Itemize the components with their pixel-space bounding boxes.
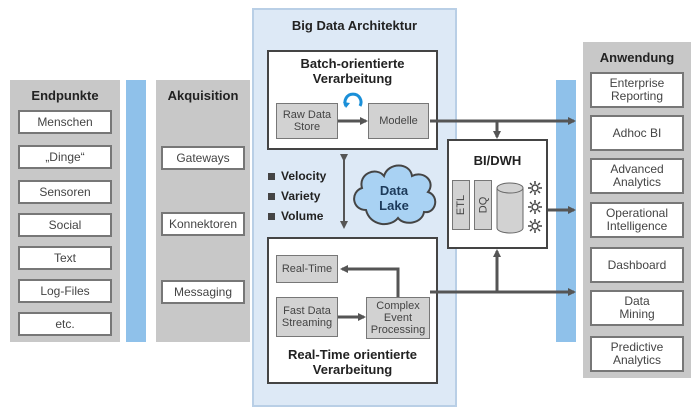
endpunkte-item: Log-Files [18, 279, 112, 303]
akquisition-item: Konnektoren [161, 212, 245, 236]
realtime-title-line2: Verarbeitung [312, 362, 393, 377]
volume-label: Volume [281, 209, 324, 223]
akquisition-item: Messaging [161, 280, 245, 304]
dq-label: DQ [477, 196, 489, 214]
endpunkte-item: Text [18, 246, 112, 270]
anwendung-item-line: Enterprise [609, 76, 665, 90]
akquisition-title: Akquisition [167, 88, 239, 103]
anwendung-item-line: Predictive [610, 340, 664, 354]
variety-label: Variety [281, 189, 321, 203]
volume-item: Volume [268, 207, 323, 225]
em-label: EM [501, 200, 519, 212]
em-label-wrap: EM [496, 196, 524, 216]
endpunkte-item: etc. [18, 312, 112, 336]
batch-title-line2: Verarbeitung [312, 71, 393, 86]
batch-title-line1: Batch-orientierte [300, 56, 405, 71]
raw-data-store-line2: Store [293, 121, 321, 133]
anwendung-item-line: Analytics [612, 353, 662, 367]
realtime-box-label: Real-Time [281, 263, 333, 275]
anwendung-item-line: Data [624, 294, 650, 308]
raw-data-store-box: Raw Data Store [276, 103, 338, 139]
bi-dwh-title: BI/DWH [473, 153, 522, 168]
realtime-box: Real-Time [276, 255, 338, 283]
anwendung-title: Anwendung [599, 50, 675, 65]
realtime-title-line1: Real-Time orientierte [287, 347, 418, 362]
variety-item: Variety [268, 187, 320, 205]
architecture-title: Big Data Architektur [291, 18, 418, 33]
modelle-label: Modelle [379, 115, 418, 127]
endpunkte-title: Endpunkte [31, 88, 99, 103]
modelle-box: Modelle [368, 103, 429, 139]
fast-data-line2: Streaming [281, 317, 333, 329]
anwendung-item-line: Analytics [612, 175, 662, 189]
anwendung-item-line: Reporting [610, 89, 664, 103]
anwendung-item-line: Mining [619, 307, 655, 321]
complex-event-processing-box: Complex Event Processing [366, 297, 430, 339]
velocity-bullet [268, 172, 275, 180]
volume-bullet [268, 212, 275, 220]
endpunkte-item: „Dinge“ [18, 145, 112, 169]
variety-bullet [268, 192, 275, 200]
endpunkte-item: Sensoren [18, 180, 112, 204]
anwendung-item-line: Intelligence [606, 219, 668, 233]
endpunkte-item: Menschen [18, 110, 112, 134]
raw-data-store-line1: Raw Data [282, 109, 332, 121]
dq-box: DQ [474, 180, 492, 230]
etl-box: ETL [452, 180, 470, 230]
velocity-label: Velocity [281, 169, 327, 183]
cep-line2: Event [383, 312, 413, 324]
endpunkte-item: Social [18, 213, 112, 237]
anwendung-item-line: Operational [605, 206, 669, 220]
anwendung-connector-bar [556, 80, 576, 342]
v-list: Velocity Variety Volume [268, 167, 348, 227]
anwendung-item: Adhoc BI [590, 115, 684, 151]
cep-line3: Processing [370, 324, 426, 336]
anwendung-item-line: Adhoc BI [612, 125, 662, 140]
anwendung-item-line: Advanced [610, 162, 664, 176]
cep-line1: Complex [376, 300, 420, 312]
fast-data-line1: Fast Data [283, 305, 331, 317]
endpunkte-connector-bar [126, 80, 146, 342]
velocity-item: Velocity [268, 167, 326, 185]
anwendung-item-line: Dashboard [607, 257, 667, 272]
etl-label: ETL [455, 194, 467, 216]
akquisition-item: Gateways [161, 146, 245, 170]
anwendung-item: Dashboard [590, 247, 684, 283]
fast-data-streaming-box: Fast Data Streaming [276, 297, 338, 337]
